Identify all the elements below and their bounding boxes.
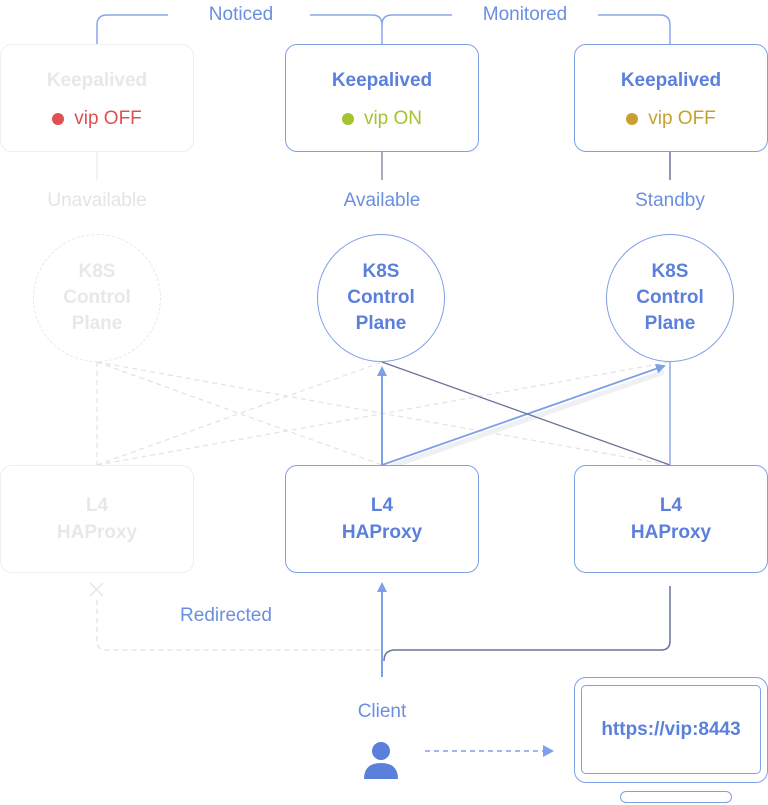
haproxy-box-3[interactable]: L4 HAProxy [574, 465, 768, 573]
haproxy-line-1: L4 [85, 495, 109, 516]
keepalived-title: Keepalived [620, 69, 722, 91]
haproxy3-to-client-line [383, 586, 671, 662]
cp-line-3: Plane [71, 313, 123, 334]
haproxy-box-2[interactable]: L4 HAProxy [285, 465, 479, 573]
monitor-stand [620, 791, 732, 803]
haproxy2-to-cp3-shadow [383, 369, 665, 472]
cp-line-3: Plane [355, 313, 407, 334]
monitored-label: Monitored [482, 4, 568, 25]
keepalived-box-1[interactable]: Keepalived vip OFF [0, 44, 194, 152]
state-label-unavailable: Unavailable [47, 190, 147, 211]
cp-line-1: K8S [651, 261, 689, 282]
monitor-screen: https://vip:8443 [581, 685, 761, 774]
client-to-monitor-arrowhead [543, 745, 554, 757]
cp-line-2: Control [347, 287, 415, 308]
blocked-x-icon [89, 582, 104, 597]
noticed-bracket-line-right [310, 14, 383, 45]
control-plane-node-2[interactable]: K8S Control Plane [317, 234, 445, 362]
control-plane-node-3[interactable]: K8S Control Plane [606, 234, 734, 362]
faded-mesh [96, 361, 671, 466]
redirect-dashed-path [96, 600, 382, 651]
vip-status-text: vip OFF [648, 107, 716, 129]
vip-status-text: vip ON [363, 107, 423, 129]
vip-url[interactable]: https://vip:8443 [601, 718, 741, 740]
user-icon [364, 742, 398, 779]
state-label-standby: Standby [635, 190, 705, 211]
noticed-label: Noticed [208, 4, 274, 25]
status-dot-icon [341, 112, 354, 125]
keepalived-title: Keepalived [46, 69, 148, 91]
cp-line-1: K8S [362, 261, 400, 282]
haproxy-line-2: HAProxy [341, 522, 423, 543]
haproxy-box-1[interactable]: L4 HAProxy [0, 465, 194, 573]
cp2-to-haproxy3-line [381, 361, 671, 466]
cp-line-1: K8S [78, 261, 116, 282]
keepalived-box-2[interactable]: Keepalived vip ON [285, 44, 479, 152]
keepalived-title: Keepalived [331, 69, 433, 91]
vip-status: vip ON [341, 107, 423, 130]
monitored-bracket-line-right [598, 14, 671, 45]
haproxy2-to-cp3-arrow [381, 363, 666, 466]
vip-status: vip OFF [626, 108, 716, 130]
control-plane-node-1[interactable]: K8S Control Plane [33, 234, 161, 362]
state-label-available: Available [343, 190, 421, 211]
haproxy-line-2: HAProxy [630, 522, 712, 543]
client-label: Client [357, 701, 407, 722]
status-dot-icon [626, 112, 639, 125]
vip-status: vip OFF [52, 108, 142, 130]
monitor-icon: https://vip:8443 [574, 677, 768, 783]
noticed-bracket-line [96, 14, 168, 45]
vip-status-text: vip OFF [74, 107, 142, 129]
cp-line-2: Control [636, 287, 704, 308]
status-dot-icon [52, 112, 65, 125]
haproxy-line-1: L4 [370, 495, 394, 516]
cp-line-3: Plane [644, 313, 696, 334]
keepalived-box-3[interactable]: Keepalived vip OFF [574, 44, 768, 152]
monitored-bracket-line-left [381, 14, 452, 26]
redirected-label: Redirected [180, 605, 272, 626]
haproxy-line-2: HAProxy [56, 522, 138, 543]
haproxy-line-1: L4 [659, 495, 683, 516]
cp-line-2: Control [63, 287, 131, 308]
